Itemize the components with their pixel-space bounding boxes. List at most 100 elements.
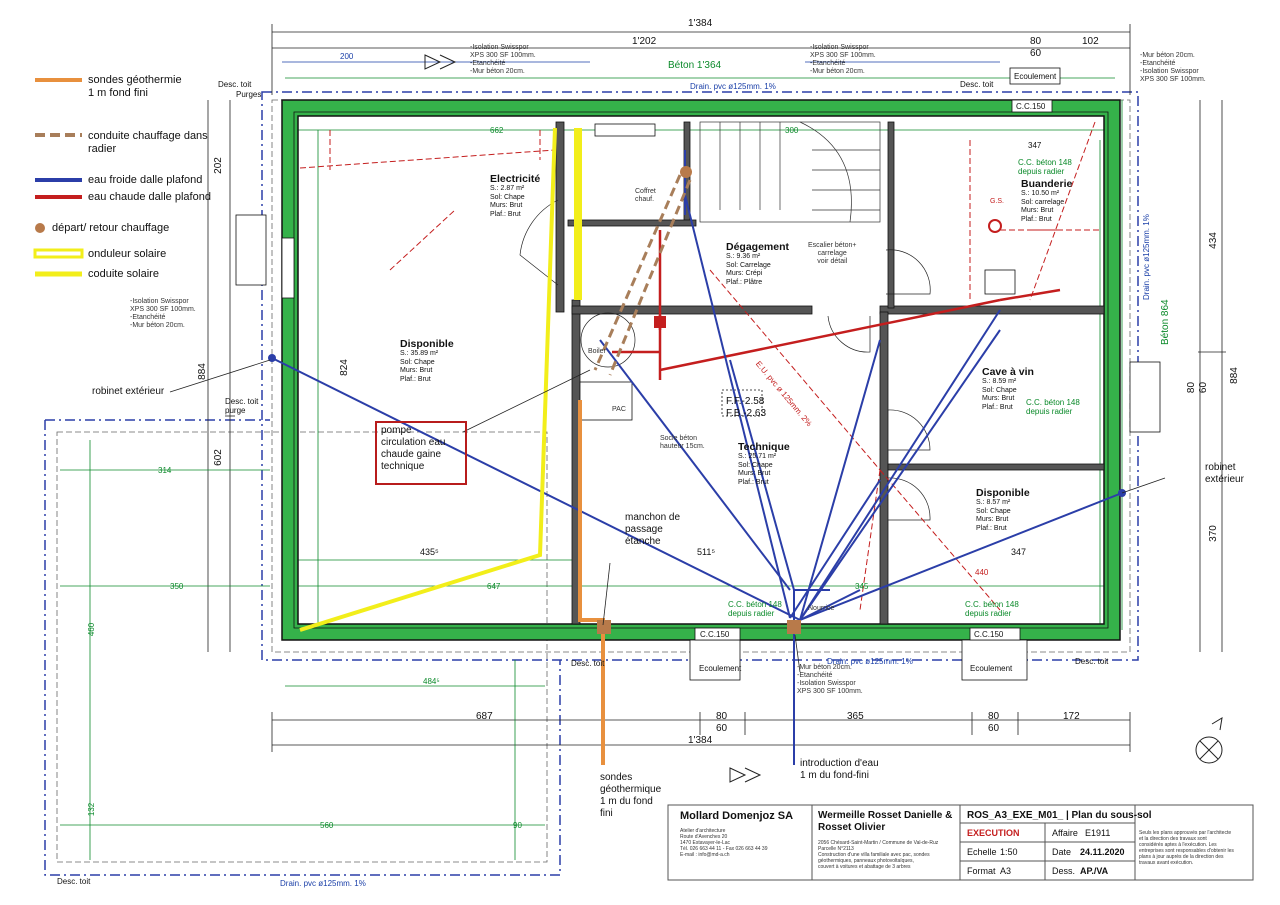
dim-top-80: 80 [1030,36,1042,47]
drain-top-label: Drain. pvc ø125mm. 1% [690,82,776,91]
dim-left-824: 824 [338,359,350,376]
exterior-walls [281,99,1121,641]
room-area: S.: 35.89 m² [400,350,439,357]
dim-300: 300 [785,126,799,135]
tb-dess-label: Dess. [1052,866,1076,876]
beton-right-label: Béton 864 [1160,299,1171,345]
room-title: Disponible [976,487,1030,499]
interior-walls [555,121,1105,625]
desc-toit-bottom-left: Desc. toit [57,877,91,886]
room-area: S.: 8.59 m² [982,378,1017,385]
geothermal-probe [578,400,605,765]
room-area: S.: 9.36 m² [726,253,761,260]
sondes-label: sondes géothermique 1 m du fond fini [600,772,662,819]
desc-toit-bottom-right: Desc. toit [1075,657,1109,666]
room-title: Technique [738,441,790,453]
dim-left-602: 602 [212,449,224,466]
tb-company: Mollard Domenjoz SA [680,810,794,822]
robinet-exterieur-left-label: robinet extérieur [92,386,165,397]
room-ceiling: Plaf.: Brut [490,210,521,218]
room-floor: Sol: Chape [976,507,1011,515]
legend-conduite-solaire: coduite solaire [88,268,159,280]
dim-bottom-172: 172 [1063,711,1080,722]
dim-bottom-60-a: 60 [716,723,728,734]
leader-lines [169,359,1166,673]
room-cave-a-vin: Cave à vin S.: 8.59 m² Sol: Chape Murs: … [982,366,1034,412]
water-manchon [787,620,801,634]
dimension-lines [207,24,1226,752]
dim-top-1202: 1'202 [632,36,657,47]
dim-4845: 484⁵ [423,677,440,686]
room-disponible-small: Disponible S.: 8.57 m² Sol: Chape Murs: … [976,487,1030,533]
room-title: Electricité [490,173,541,185]
room-walls: Murs: Brut [400,367,433,374]
tb-format-value: A3 [1000,866,1012,876]
dim-440: 440 [975,568,989,577]
dim-347-bottom: 347 [1011,547,1027,557]
green-dimension-lines [60,77,1123,860]
room-buanderie: Buanderie S.: 10.50 m² Sol: carrelage Mu… [1021,178,1072,224]
coffret-label: Coffret chauf. [635,188,656,203]
room-electricite: Electricité S.: 2.87 m² Sol: Chape Murs:… [490,173,540,219]
north-arrow-icon [1195,717,1223,764]
dim-345: 345 [855,582,869,591]
legend-depart-retour: départ/ retour chauffage [52,222,170,234]
room-floor: Sol: Chape [490,193,525,201]
room-area: S.: 2.87 m² [490,185,525,192]
tb-client: Wermeille Rosset Danielle & Rosset Olivi… [818,810,953,833]
room-disponible-main: Disponible S.: 35.89 m² Sol: Chape Murs:… [400,338,454,384]
ecoulement-top: Ecoulement [1014,72,1057,81]
grey-outlines [56,99,1131,863]
dim-4355: 435⁵ [420,547,439,557]
tb-format-label: Format [967,866,996,876]
legend-swatches [33,78,84,277]
dim-347-top: 347 [1028,141,1042,150]
room-area: S.: 8.57 m² [976,499,1011,506]
isolation-right-label: -Mur béton 20cm. -Etanchéité -Isolation … [1140,52,1206,83]
cc150-bottom-2: C.C.150 [974,630,1004,639]
room-title: Disponible [400,338,454,350]
robinet-left-icon [268,354,276,362]
pompe-label: pompe circulation eau chaude gaine techn… [381,425,446,472]
room-area: S.: 10.50 m² [1021,190,1060,197]
tb-status: EXECUTION [967,828,1020,838]
tb-note: Seuls les plans approuvés par l'architec… [1139,830,1234,866]
dim-bottom-60-b: 60 [988,723,1000,734]
escalier-label: Escalier béton+ carrelage voir détail [808,242,857,265]
stair [699,121,881,223]
pompe-box [375,421,467,485]
drainage-outline [44,91,1150,876]
dim-bottom-365: 365 [847,711,864,722]
equipment [235,67,1161,681]
room-floor: Sol: Chape [738,461,773,469]
dim-bottom-1384: 1'384 [688,735,713,746]
room-title: Dégagement [726,241,790,253]
hot-water-node [654,316,666,328]
dim-132: 132 [87,802,97,817]
dim-90: 90 [513,821,522,830]
room-walls: Murs: Brut [738,470,771,477]
room-walls: Murs: Brut [1021,207,1054,214]
ecoulement-bottom-2: Ecoulement [970,664,1013,673]
room-ceiling: Plaf.: Brut [976,524,1007,532]
drain-bottom-label: Drain. pvc ø125mm. 1% [827,657,913,666]
nourrice-label: Nourrice [808,605,835,612]
section-arrows-icon [424,54,762,783]
cc150-bottom-1: C.C.150 [700,630,730,639]
room-walls: Murs: Crépi [726,270,763,277]
room-ceiling: Plaf.: Brut [738,478,769,486]
cc-beton-148-buanderie: C.C. béton 148 depuis radier [1018,158,1072,176]
geo-manchon [597,620,611,634]
dim-560: 560 [320,821,334,830]
dim-right-884: 884 [1228,367,1240,384]
cc-beton-148-technique: C.C. béton 148 depuis radier [728,600,782,618]
dim-right-370: 370 [1207,525,1219,542]
tb-company-address: Atelier d'architecture Route d'Avenches … [680,828,768,858]
room-degagement: Dégagement S.: 9.36 m² Sol: Carrelage Mu… [726,241,789,287]
legend-eau-froide: eau froide dalle plafond [88,174,203,186]
legend-eau-chaude: eau chaude dalle plafond [88,191,211,203]
dim-top-1384: 1'384 [688,18,713,29]
dim-460: 460 [87,622,97,637]
dim-top-60: 60 [1030,48,1042,59]
desc-toit-top-right: Desc. toit [960,80,994,89]
